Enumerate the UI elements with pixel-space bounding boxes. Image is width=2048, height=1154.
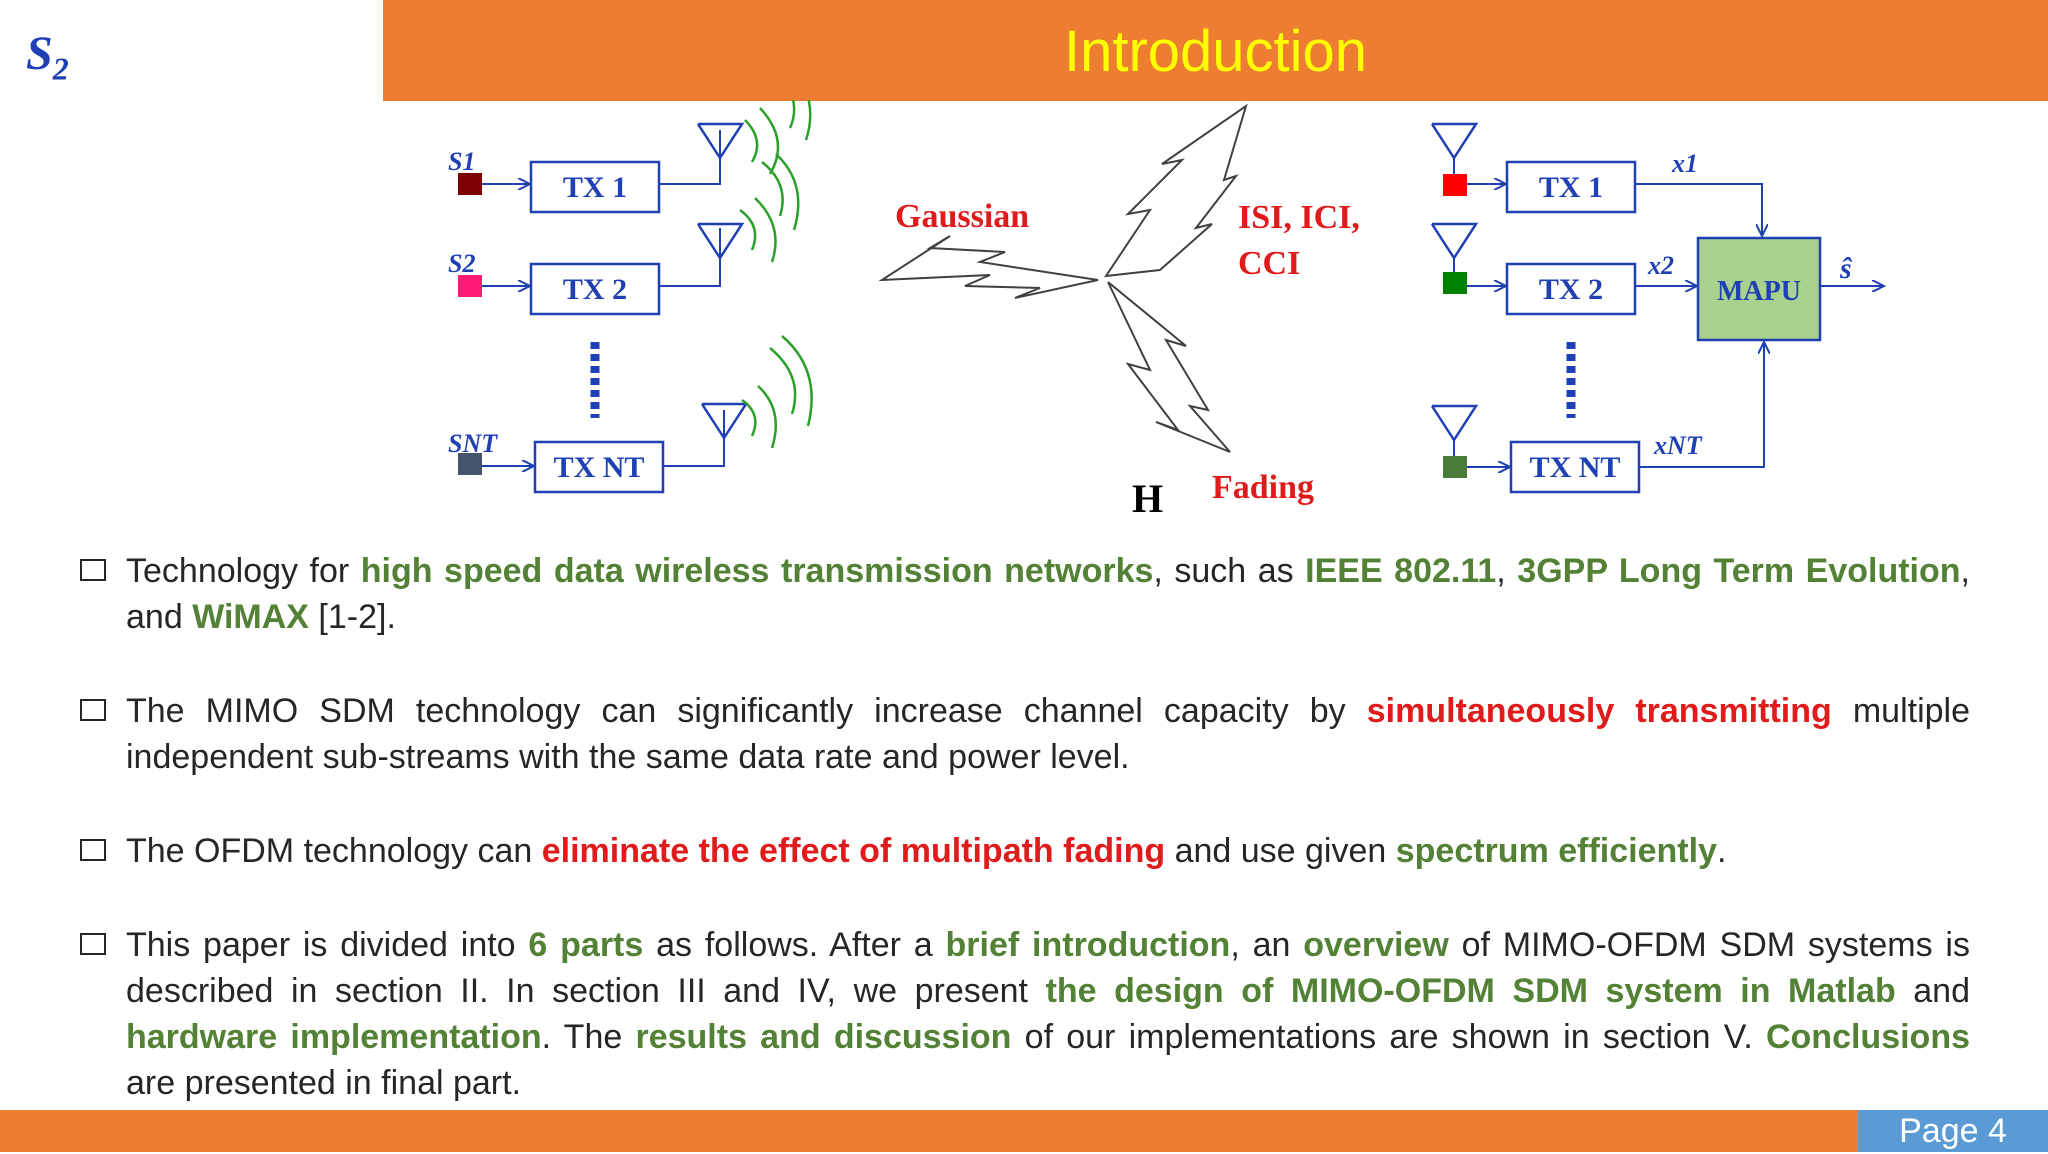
mapu-label: MAPU (1717, 276, 1801, 307)
body-text: The OFDM technology can (126, 832, 542, 870)
tx-block-label: TX 2 (563, 273, 627, 306)
tx-chain-nt: SNT TX NT (448, 402, 749, 494)
checkbox-bullet-icon (80, 559, 106, 581)
body-text: , an (1230, 926, 1304, 964)
body-text: of our implementations are shown in sect… (1011, 1018, 1766, 1056)
highlight-text: overview (1303, 926, 1449, 964)
tx-block (529, 160, 661, 214)
body-text: , such as (1153, 552, 1306, 590)
bullet-item: The OFDM technology can eliminate the ef… (80, 828, 1970, 874)
lightning-fading-icon (1107, 281, 1231, 453)
bullet-text: The MIMO SDM technology can significantl… (126, 688, 1970, 780)
rx-block-label: TX NT (1530, 451, 1621, 484)
rx-block-label: TX 2 (1539, 273, 1603, 306)
body-text: The MIMO SDM technology can significantl… (126, 692, 1367, 730)
bullet-text: This paper is divided into 6 parts as fo… (126, 922, 1970, 1106)
highlight-text: Conclusions (1765, 1018, 1971, 1056)
body-text: of MIMO-OFDM SDM systems is described in… (126, 926, 1970, 1010)
rx-block-label: TX 1 (1539, 171, 1603, 204)
highlight-text: brief introduction (945, 926, 1231, 964)
body-text: . The (541, 1018, 636, 1056)
highlight-text: 3GPP Long Term Evolution (1517, 552, 1961, 590)
antenna-icon (1430, 122, 1479, 161)
rx-block (1509, 440, 1641, 494)
tx-block-label: TX NT (554, 451, 645, 484)
footer-bar (0, 1110, 2048, 1152)
tx-chain-2: S2 TX 2 (448, 222, 745, 316)
antenna-icon (700, 402, 749, 441)
signal-waves-icon (739, 100, 813, 449)
tx-block (529, 262, 661, 316)
input-square (458, 275, 482, 297)
bullet-item: Technology for high speed data wireless … (80, 548, 1970, 640)
tx-block-label: TX 1 (563, 171, 627, 204)
title-bar: Introduction (383, 0, 2048, 101)
channel-h-label: H (1132, 476, 1163, 521)
mapu-block: MAPU (1696, 236, 1822, 342)
rx-chain-2: TX 2 x2 (1430, 222, 1697, 316)
rx-chain-nt: TX NT xNT (1430, 342, 1764, 494)
highlight-text: eliminate the effect of multipath fading (541, 832, 1166, 870)
highlight-text: spectrum efficiently (1395, 832, 1717, 870)
rx-block (1505, 160, 1637, 214)
highlight-text: IEEE 802.11 (1305, 552, 1497, 590)
rx-block (1505, 262, 1637, 316)
logo: S2 (26, 27, 69, 87)
highlight-text: the design of MIMO-OFDM SDM system in Ma… (1045, 972, 1896, 1010)
highlight-text: results and discussion (635, 1018, 1012, 1056)
bullet-text: Technology for high speed data wireless … (126, 548, 1970, 640)
bullet-list: Technology for high speed data wireless … (80, 548, 1970, 1154)
antenna-icon (1430, 404, 1479, 443)
body-text: This paper is divided into (126, 926, 529, 964)
tx-input-label: S1 (448, 147, 475, 176)
bullet-item: The MIMO SDM technology can significantl… (80, 688, 1970, 780)
highlight-text: simultaneously transmitting (1366, 692, 1832, 730)
input-square (1443, 272, 1467, 294)
body-text: , and (126, 552, 1970, 636)
body-text: . (1716, 832, 1727, 870)
highlight-text: high speed data wireless transmission ne… (360, 552, 1154, 590)
body-text: , (1496, 552, 1518, 590)
lightning-isi-icon (1103, 103, 1248, 278)
rx-output-label: x2 (1647, 251, 1674, 280)
lightning-gaussian-icon (878, 235, 1099, 299)
gaussian-label: Gaussian (895, 198, 1029, 235)
rx-output-label: xNT (1653, 431, 1703, 460)
checkbox-bullet-icon (80, 839, 106, 861)
body-text: [1-2]. (308, 598, 396, 636)
antenna-icon (1430, 222, 1479, 261)
input-square (458, 173, 482, 195)
highlight-text: hardware implementation (126, 1018, 542, 1056)
body-text: as follows. After a (643, 926, 946, 964)
checkbox-bullet-icon (80, 699, 106, 721)
output-label: ŝ (1839, 252, 1853, 285)
highlight-text: 6 parts (528, 926, 644, 964)
checkbox-bullet-icon (80, 933, 106, 955)
tx-chain-1: S1 TX 1 (448, 122, 745, 214)
mimo-diagram: S1 TX 1 S2 TX 2 SNT TX NT (448, 100, 2048, 521)
antenna-icon (696, 222, 745, 261)
tx-input-label: S2 (448, 249, 475, 278)
highlight-text: WiMAX (192, 598, 309, 636)
rx-chain-1: TX 1 x1 (1430, 122, 1762, 236)
antenna-icon (696, 122, 745, 161)
body-text: and (1895, 972, 1971, 1010)
isi-label-line1: ISI, ICI, (1238, 199, 1360, 236)
slide-title: Introduction (1063, 19, 1368, 84)
fading-label: Fading (1212, 469, 1314, 506)
bullet-item: This paper is divided into 6 parts as fo… (80, 922, 1970, 1106)
body-text: are presented in final part. (126, 1064, 522, 1102)
input-square (1443, 174, 1467, 196)
page-number: Page 4 (1858, 1110, 2048, 1152)
body-text: multiple independent sub-streams with th… (126, 692, 1970, 776)
isi-label-line2: CCI (1238, 245, 1300, 282)
bullet-text: The OFDM technology can eliminate the ef… (126, 828, 1970, 874)
input-square (1443, 456, 1467, 478)
input-square (458, 453, 482, 475)
body-text: Technology for (126, 552, 361, 590)
body-text: and use given (1165, 832, 1396, 870)
rx-output-label: x1 (1671, 149, 1698, 178)
